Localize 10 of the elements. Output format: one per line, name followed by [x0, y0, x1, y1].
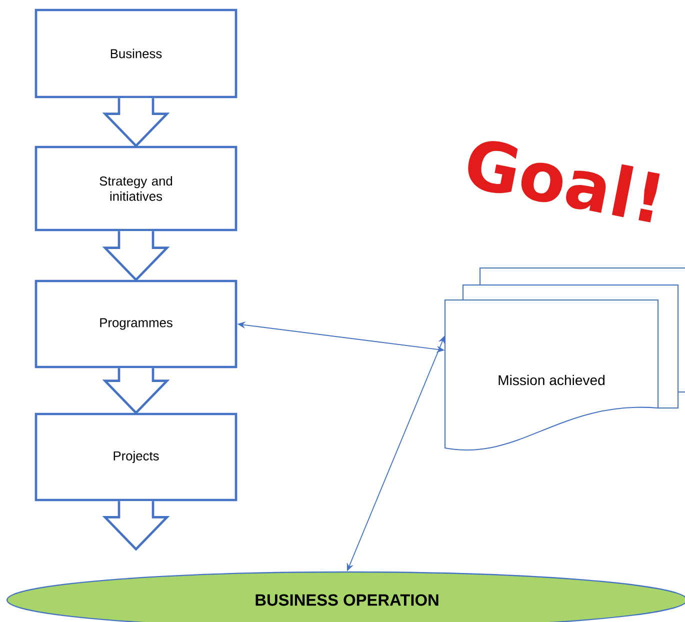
block-arrow	[102, 367, 170, 415]
block-arrow	[102, 500, 170, 551]
block-arrow	[102, 97, 170, 148]
block-arrow	[102, 230, 170, 282]
process-box: Strategy and initiatives	[34, 146, 238, 232]
goal-text: Goal!	[468, 141, 660, 222]
process-box: Projects	[34, 412, 238, 502]
process-box: Business	[34, 8, 238, 98]
process-box: Programmes	[34, 280, 238, 368]
document-stack: Mission achieved	[444, 267, 685, 451]
